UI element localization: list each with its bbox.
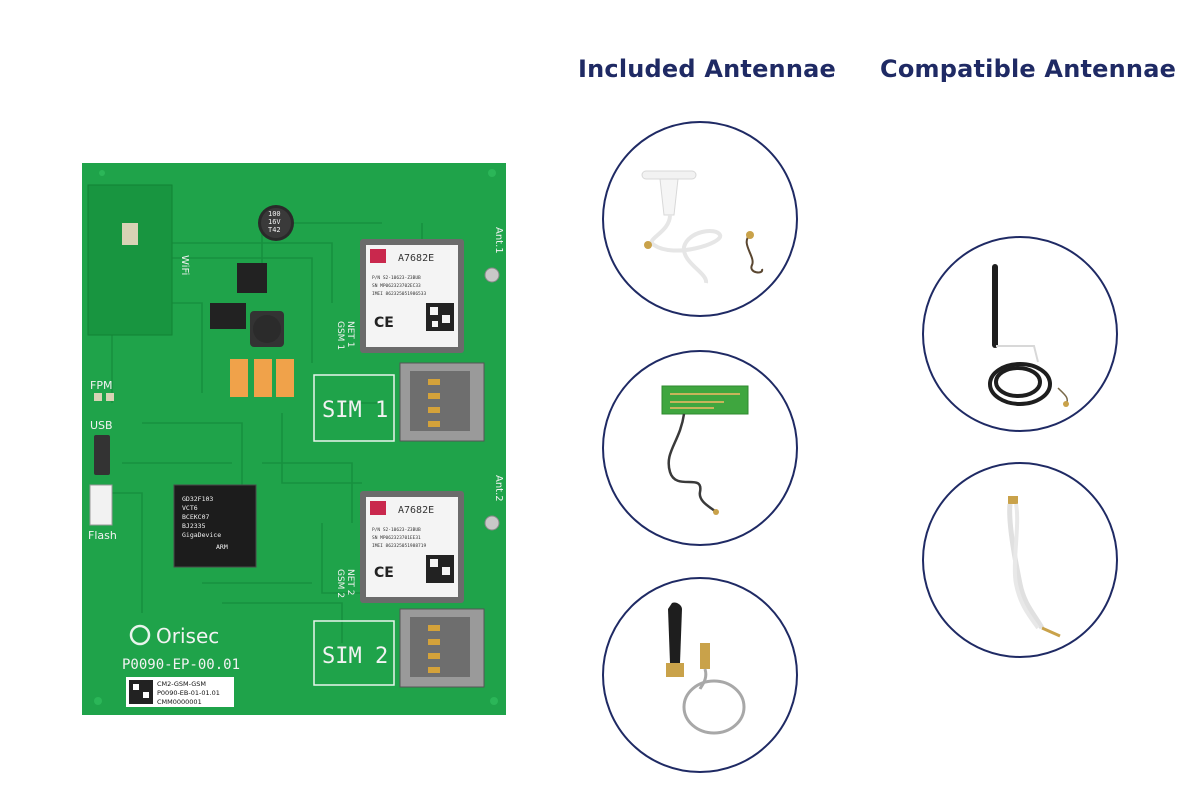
mcu-line-6: ARM: [216, 543, 228, 551]
sim-2-label: SIM 2: [322, 644, 388, 669]
flash-label: Flash: [88, 529, 117, 542]
pcb-flex-antenna-icon: [661, 385, 749, 515]
whip-antenna-icon: [988, 264, 1069, 407]
mcu-line-5: GigaDevice: [182, 531, 221, 539]
module-1-imei: IMEI 862325051986533: [372, 291, 426, 297]
pcb-flex-antenna-photo: [602, 350, 798, 546]
module-1-ce-mark: CE: [374, 315, 394, 331]
mcu-line-2: VCT6: [182, 504, 198, 512]
module-2-sn: SN MP062323701EE31: [372, 535, 421, 541]
whip-antenna-photo: [922, 236, 1118, 432]
board-part-number: P0090-EP-00.01: [122, 657, 240, 673]
capacitor-voltage: 16V: [268, 218, 281, 226]
cable-antenna-photo: [922, 462, 1118, 658]
included-antennae-heading: Included Antennae: [578, 55, 837, 83]
module-1-sn: SN MP062323702EC33: [372, 283, 421, 289]
usb-label: USB: [90, 419, 113, 432]
module-2-pn: P/N S2-10623-Z3BUB: [372, 527, 421, 533]
module-2-ce-mark: CE: [374, 565, 394, 581]
wifi-label: WiFi: [179, 255, 190, 275]
module-1-name: A7682E: [398, 253, 434, 264]
stubby-antenna-photo: [602, 577, 798, 773]
pcb-board-image: WiFi 100 16V T42 A7682E P/N S2-10623-Z3B…: [82, 163, 506, 715]
module-2-imei: IMEI 862325051988719: [372, 543, 426, 549]
brand-logo-text: Orisec: [156, 624, 219, 648]
capacitor-value: 100: [268, 210, 281, 218]
net-2-label: NET 2: [345, 569, 355, 596]
label-line-2: P0090-EB-01-01.01: [157, 689, 220, 697]
net-1-label: NET 1: [345, 321, 355, 348]
gsm-1-label: GSM 1: [335, 321, 345, 350]
stubby-antenna-icon: [666, 602, 746, 735]
ant-1-label: Ant.1: [493, 227, 504, 254]
compatible-antennae-heading: Compatible Antennae: [880, 55, 1177, 83]
mcu-line-3: BCEKC07: [182, 513, 209, 521]
dipole-antenna-photo: [602, 121, 798, 317]
gsm-2-label: GSM 2: [335, 569, 345, 598]
label-line-1: CM2-GSM-GSM: [157, 680, 206, 688]
module-2-name: A7682E: [398, 505, 434, 516]
cable-antenna-icon: [1007, 496, 1061, 638]
ant-2-label: Ant.2: [493, 475, 504, 502]
sim-1-label: SIM 1: [322, 398, 388, 423]
module-1-pn: P/N S2-10623-Z3BUB: [372, 275, 421, 281]
dipole-antenna-icon: [641, 170, 764, 284]
fpm-label: FPM: [90, 379, 112, 392]
mcu-line-1: GD32F103: [182, 495, 213, 503]
label-line-3: CMM0000001: [157, 698, 202, 706]
capacitor-code: T42: [268, 226, 281, 234]
mcu-line-4: BJ2335: [182, 522, 206, 530]
